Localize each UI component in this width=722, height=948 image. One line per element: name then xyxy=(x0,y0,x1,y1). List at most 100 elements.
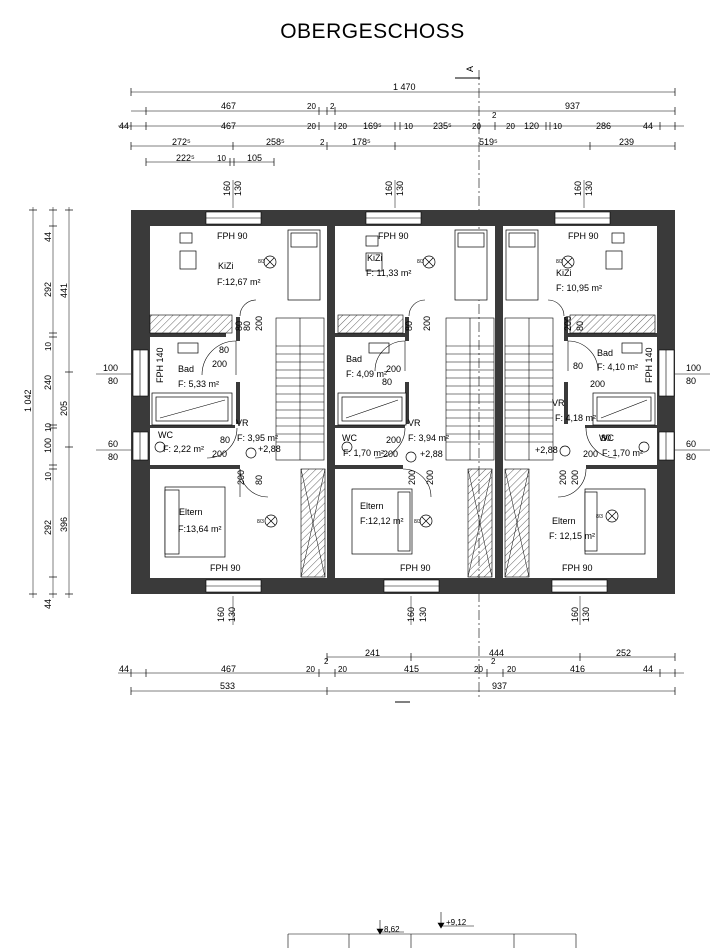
dim-label: 160 xyxy=(570,607,580,622)
door-dim: 80 xyxy=(575,321,585,331)
door-dim: 200 xyxy=(425,470,435,485)
window-openings xyxy=(132,211,675,593)
dim-label: 160 xyxy=(216,607,226,622)
dimension-labels-bottom: 241 444 252 44 467 20 2 20 415 20 2 20 4… xyxy=(119,648,653,691)
dim-label: 130 xyxy=(233,181,243,196)
dim-label: 178⁵ xyxy=(352,137,371,147)
level-label: 8,62 xyxy=(384,925,400,934)
door-dim: 200 xyxy=(570,470,580,485)
fixture-mark: 8/3 xyxy=(556,259,563,265)
window-label: FPH 90 xyxy=(210,563,241,573)
dim-label: 240 xyxy=(43,375,53,390)
dim-label: 120 xyxy=(524,121,539,131)
dim-label: 20 xyxy=(338,665,347,674)
window-label: FPH 90 xyxy=(568,231,599,241)
dim-label: 160 xyxy=(384,181,394,196)
room-area: F:12,67 m² xyxy=(217,277,261,287)
dim-label: 80 xyxy=(108,376,118,386)
dim-label: 286 xyxy=(596,121,611,131)
dim-label: 2 xyxy=(324,657,329,666)
door-dim: 200 xyxy=(558,470,568,485)
dim-label: 160 xyxy=(573,181,583,196)
dim-label: 130 xyxy=(584,181,594,196)
dim-label: 130 xyxy=(418,607,428,622)
dimensions-left xyxy=(29,207,73,598)
dim-label: 292 xyxy=(43,282,53,297)
dim-label: 937 xyxy=(565,101,580,111)
dim-label: 2 xyxy=(320,138,325,147)
room-name: KiZi xyxy=(218,261,234,271)
room-area: F: 4,10 m² xyxy=(597,362,638,372)
room-name: Eltern xyxy=(179,507,203,517)
room-area: F: 5,33 m² xyxy=(178,379,219,389)
door-dim: 200 xyxy=(563,316,573,331)
room-area: F:12,12 m² xyxy=(360,516,404,526)
level-label: +9,12 xyxy=(446,918,467,927)
room-area: F: 2,22 m² xyxy=(163,444,204,454)
dimensions-side: 100 80 60 80 100 80 60 80 xyxy=(96,363,710,462)
room-name: KiZi xyxy=(367,253,383,263)
dim-label: 937 xyxy=(492,681,507,691)
dim-label: 80 xyxy=(108,452,118,462)
dim-label: 10 xyxy=(44,342,53,351)
dim-label: 60 xyxy=(108,439,118,449)
level-label: +2,88 xyxy=(420,449,443,459)
dim-label: 20 xyxy=(507,665,516,674)
fixture-mark: 8/3 xyxy=(257,519,264,525)
door-dim: 200 xyxy=(212,359,227,369)
fixture-mark: 8/3 xyxy=(414,519,421,525)
room-name: Bad xyxy=(178,364,194,374)
dim-label: 20 xyxy=(306,665,315,674)
dim-label: 20 xyxy=(338,122,347,131)
dim-label: 169⁵ xyxy=(363,121,382,131)
dim-label: 130 xyxy=(581,607,591,622)
dim-label: 80 xyxy=(686,376,696,386)
door-dim: 200 xyxy=(386,435,401,445)
dim-label: 80 xyxy=(686,452,696,462)
door-dim: 80 xyxy=(382,377,392,387)
dim-label: 467 xyxy=(221,121,236,131)
window-label: FPH 90 xyxy=(562,563,593,573)
window-label: FPH 90 xyxy=(217,231,248,241)
room-name: VR xyxy=(552,398,565,408)
dimensions-top xyxy=(118,88,684,166)
furniture xyxy=(151,229,656,558)
door-dim: 80 xyxy=(234,321,244,331)
dim-label: 44 xyxy=(43,232,53,242)
door-dim: 200 xyxy=(590,379,605,389)
window-label: FPH 90 xyxy=(378,231,409,241)
door-dim: 200 xyxy=(422,316,432,331)
dimensions-bottom xyxy=(118,653,684,695)
door-dim: 80 xyxy=(242,321,252,331)
dim-total-width: 1 470 xyxy=(393,82,416,92)
plan-title: OBERGESCHOSS xyxy=(280,20,465,43)
window-label: FPH 90 xyxy=(400,563,431,573)
dim-label: 44 xyxy=(643,121,653,131)
dim-label: 20 xyxy=(472,122,481,131)
door-dim: 80 xyxy=(220,435,230,445)
dim-label: 396 xyxy=(59,517,69,532)
fixture-mark: 8/3 xyxy=(417,259,424,265)
room-name: WC xyxy=(599,433,614,443)
dim-label: 2 xyxy=(492,111,497,120)
room-area: F: 1,70 m² xyxy=(343,448,384,458)
dim-label: 160 xyxy=(406,607,416,622)
door-dim: 200 xyxy=(407,470,417,485)
section-line: A xyxy=(395,66,480,703)
dim-label: 205 xyxy=(59,401,69,416)
window-dims-top: 160 130 160 130 160 130 xyxy=(222,180,594,208)
room-name: WC xyxy=(158,430,173,440)
room-name: VR xyxy=(236,418,249,428)
dim-label: 467 xyxy=(221,101,236,111)
level-label: +2,88 xyxy=(258,444,281,454)
dim-label: 441 xyxy=(59,283,69,298)
room-name: Bad xyxy=(346,354,362,364)
door-dim: 80 xyxy=(573,361,583,371)
room-area: F: 12,15 m² xyxy=(549,531,595,541)
window-label: FPH 140 xyxy=(155,347,165,383)
dim-label: 60 xyxy=(686,439,696,449)
level-label: +2,88 xyxy=(535,445,558,455)
dim-label: 2 xyxy=(491,657,496,666)
exterior-walls xyxy=(131,210,675,594)
dim-label: 222⁵ xyxy=(176,153,195,163)
